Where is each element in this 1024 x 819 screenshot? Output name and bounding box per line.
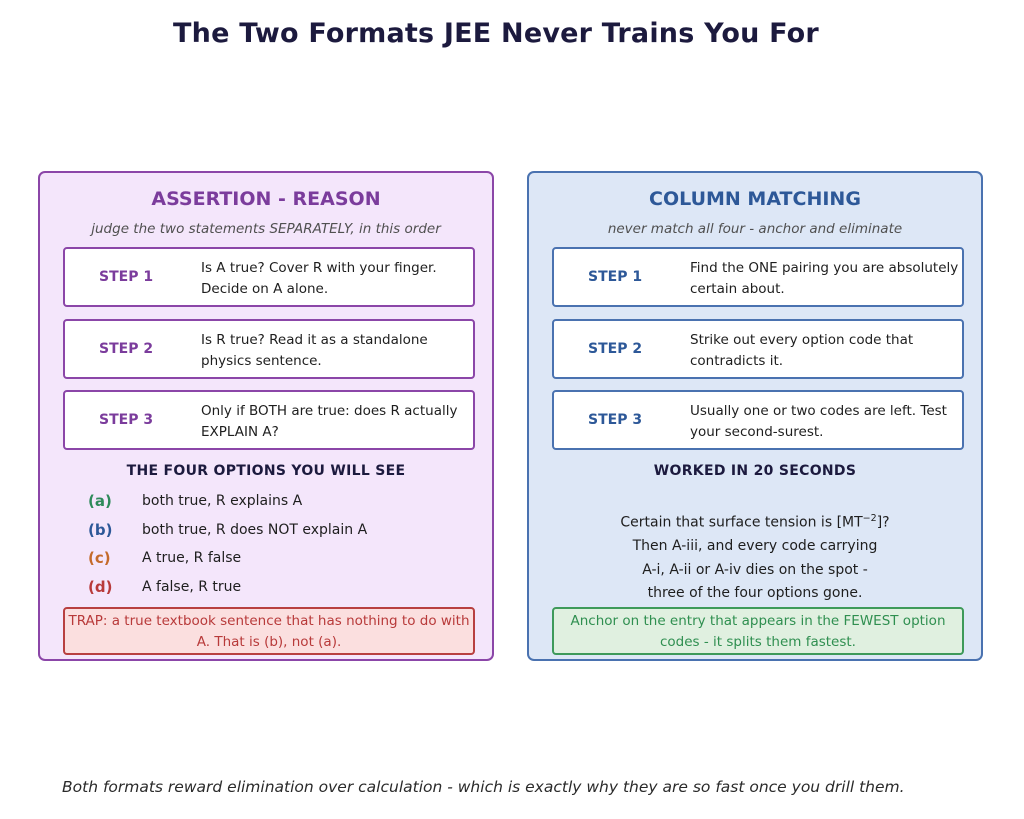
cm-step-3-label: STEP 3 xyxy=(588,412,643,428)
ar-step-3-box: STEP 3 Only if BOTH are true: does R act… xyxy=(63,390,475,450)
option-a-letter: (a) xyxy=(88,492,112,510)
assertion-reason-panel: ASSERTION - REASON judge the two stateme… xyxy=(38,171,494,661)
cm-step-2-label: STEP 2 xyxy=(588,341,643,357)
footer-note: Both formats reward elimination over cal… xyxy=(62,778,905,796)
cm-step-3-box: STEP 3 Usually one or two codes are left… xyxy=(552,390,964,450)
ar-step-1-label: STEP 1 xyxy=(99,269,154,285)
ar-step-3-label: STEP 3 xyxy=(99,412,154,428)
option-d-text: A false, R true xyxy=(142,579,242,595)
cm-step-2-text: Strike out every option code that contra… xyxy=(690,332,914,369)
option-b-text: both true, R does NOT explain A xyxy=(142,522,368,538)
option-c-text: A true, R false xyxy=(142,550,242,566)
anchor-tip-callout: Anchor on the entry that appears in the … xyxy=(552,607,964,655)
column-matching-panel: COLUMN MATCHING never match all four - a… xyxy=(527,171,983,661)
ar-step-3-text: Only if BOTH are true: does R actually E… xyxy=(201,403,458,440)
option-a-text: both true, R explains A xyxy=(142,493,303,509)
worked-line-2: Then A-iii, and every code carrying xyxy=(632,538,878,555)
cm-step-1-label: STEP 1 xyxy=(588,269,643,285)
page-title: The Two Formats JEE Never Trains You For xyxy=(173,18,819,49)
options-heading: THE FOUR OPTIONS YOU WILL SEE xyxy=(126,463,406,479)
ar-step-1-text: Is A true? Cover R with your finger. Dec… xyxy=(201,260,437,297)
cm-step-1-text: Find the ONE pairing you are absolutely … xyxy=(690,260,959,297)
worked-line-4: three of the four options gone. xyxy=(647,585,863,602)
worked-heading: WORKED IN 20 SECONDS xyxy=(653,463,857,479)
column-matching-subtitle: never match all four - anchor and elimin… xyxy=(607,221,903,237)
worked-line-3: A-i, A-ii or A-iv dies on the spot - xyxy=(642,561,868,578)
cm-step-2-box: STEP 2 Strike out every option code that… xyxy=(552,319,964,379)
option-b-letter: (b) xyxy=(88,521,113,539)
ar-step-1-box: STEP 1 Is A true? Cover R with your fing… xyxy=(63,247,475,307)
column-matching-title: COLUMN MATCHING xyxy=(649,188,861,210)
ar-step-2-box: STEP 2 Is R true? Read it as a standalon… xyxy=(63,319,475,379)
ar-step-2-label: STEP 2 xyxy=(99,341,154,357)
option-c-letter: (c) xyxy=(88,549,111,567)
worked-line-1: Certain that surface tension is [MT−2]? xyxy=(620,513,890,531)
ar-step-2-text: Is R true? Read it as a standalone physi… xyxy=(201,332,428,369)
trap-callout: TRAP: a true textbook sentence that has … xyxy=(63,607,475,655)
assertion-reason-subtitle: judge the two statements SEPARATELY, in … xyxy=(91,221,441,237)
cm-step-3-text: Usually one or two codes are left. Test … xyxy=(690,403,947,440)
worked-example: Certain that surface tension is [MT−2]? … xyxy=(529,507,981,606)
assertion-reason-title: ASSERTION - REASON xyxy=(151,188,381,210)
cm-step-1-box: STEP 1 Find the ONE pairing you are abso… xyxy=(552,247,964,307)
option-d-letter: (d) xyxy=(88,578,113,596)
